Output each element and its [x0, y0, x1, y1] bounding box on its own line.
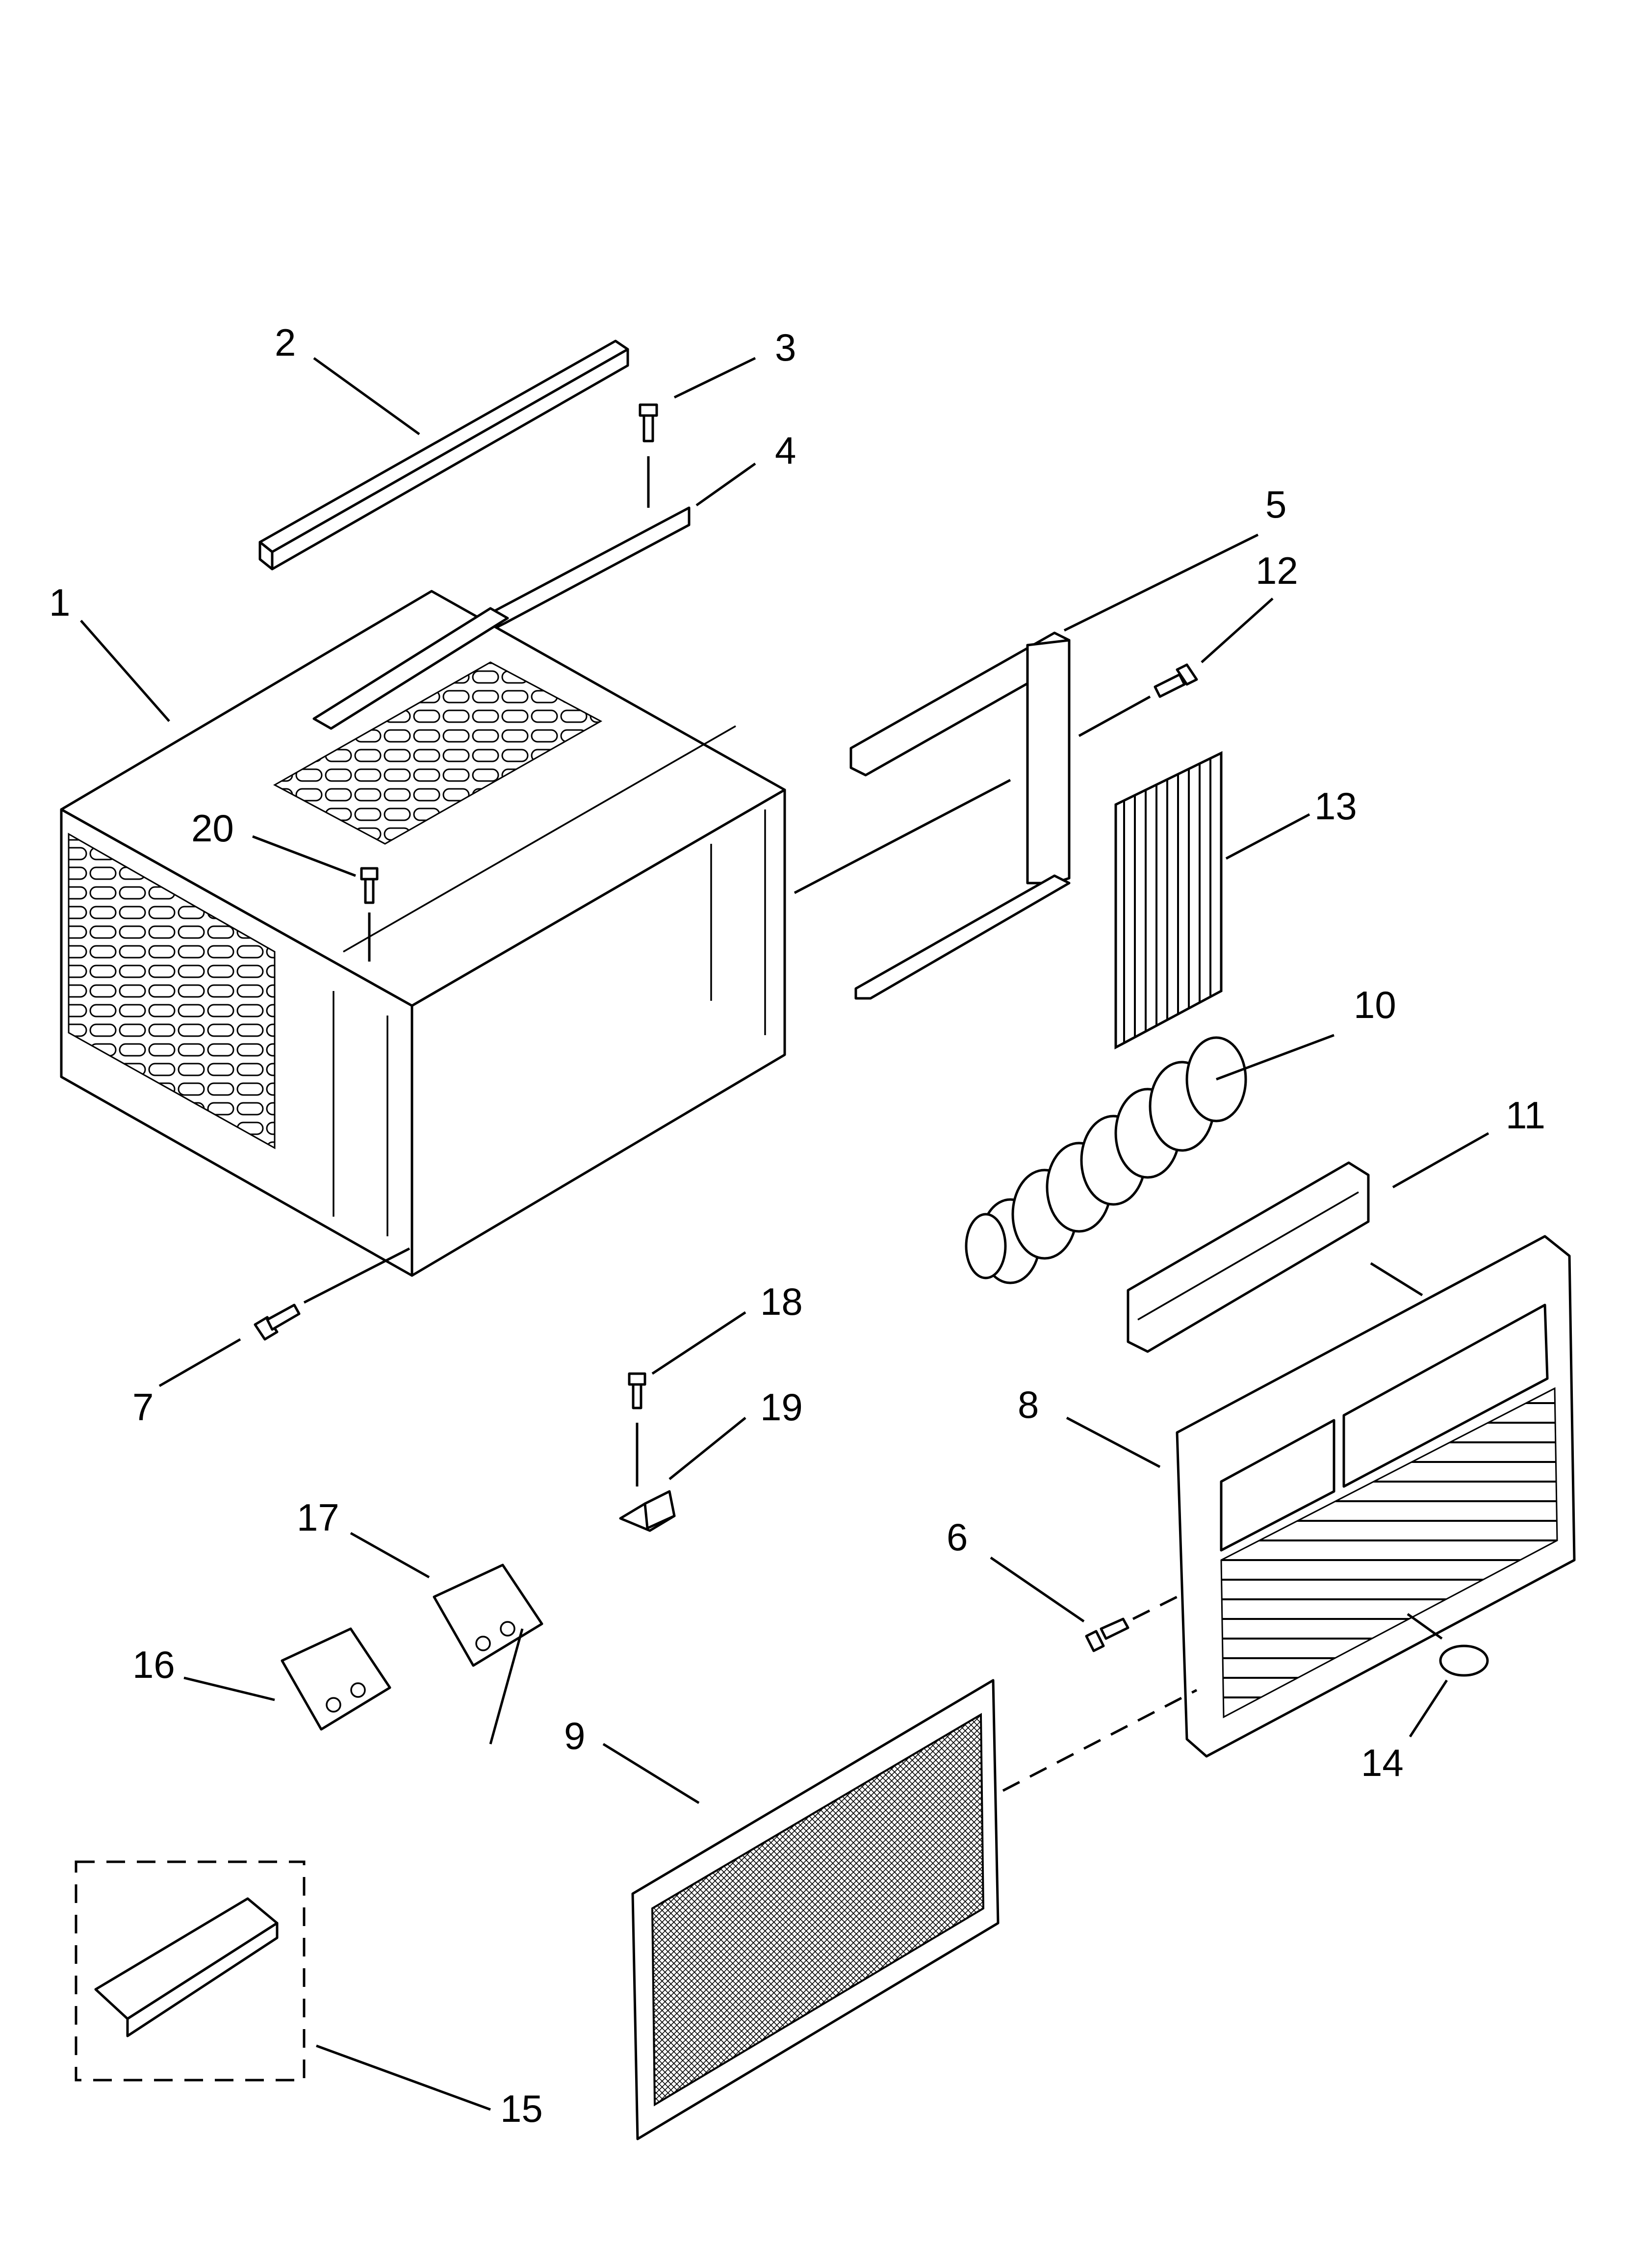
remote-15-part [75, 1860, 306, 2082]
screw-6-part [1085, 1593, 1183, 1652]
callout-4: 4 [775, 429, 796, 472]
callout-7: 7 [132, 1385, 154, 1429]
callout-18: 18 [760, 1280, 803, 1323]
callout-5: 5 [1265, 483, 1286, 526]
front-panel-8-part [1176, 1235, 1576, 1758]
callout-16: 16 [132, 1643, 175, 1686]
screw-20-part [360, 867, 379, 962]
callout-8: 8 [1018, 1383, 1039, 1426]
fin-panel-13-part [1114, 751, 1223, 1050]
filter-9-part [631, 1679, 1198, 2140]
louver-assembly-11-part [1127, 1161, 1370, 1353]
callout-11: 11 [1506, 1094, 1545, 1137]
callout-labels: 1 2 3 4 5 6 7 8 9 10 11 12 13 14 15 16 1… [49, 321, 1545, 2130]
bracket-17-part [433, 1564, 543, 1667]
bracket-4-part [484, 506, 691, 632]
screw-12-part [1078, 663, 1198, 737]
callout-1: 1 [49, 581, 70, 624]
callout-10: 10 [1354, 983, 1396, 1026]
callout-2: 2 [275, 321, 296, 364]
screw-7-part [254, 1247, 410, 1341]
callout-14: 14 [1361, 1741, 1404, 1784]
callout-9: 9 [564, 1714, 585, 1757]
callout-6: 6 [947, 1515, 968, 1559]
leader-lines [80, 357, 1489, 2111]
frame-5-part [794, 631, 1071, 1000]
cabinet-part [60, 590, 786, 1277]
blower-wheel-10-part [965, 1036, 1247, 1284]
top-rail-part [258, 339, 629, 571]
callout-17: 17 [297, 1496, 339, 1539]
callout-20: 20 [191, 807, 234, 850]
callout-19: 19 [760, 1385, 803, 1429]
callout-12: 12 [1256, 549, 1298, 592]
bracket-19-part [619, 1490, 676, 1532]
callout-3: 3 [775, 326, 796, 369]
callout-15: 15 [500, 2087, 543, 2130]
screw-18-part [628, 1372, 646, 1486]
knob-14-part [1407, 1613, 1489, 1677]
callout-13: 13 [1314, 784, 1357, 828]
bracket-16-part [281, 1627, 391, 1731]
screw-3-part [639, 403, 658, 508]
